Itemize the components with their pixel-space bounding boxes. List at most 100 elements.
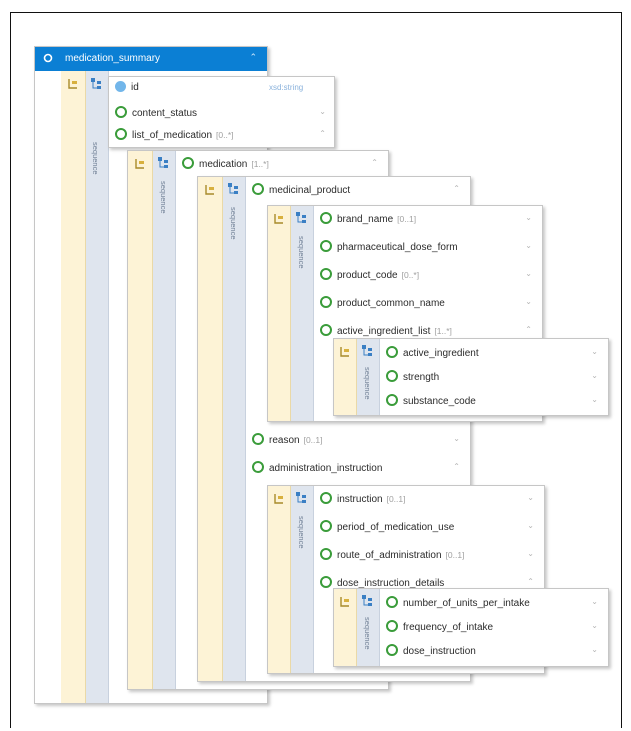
element-icon xyxy=(252,461,264,473)
element-icon xyxy=(320,212,332,224)
cardinality: [0..1] xyxy=(445,550,465,560)
element-icon xyxy=(43,53,53,66)
expand-chevron-icon[interactable]: ⌄ xyxy=(591,347,598,356)
sequence-strip xyxy=(357,339,380,415)
element-number-of-units-per-intake[interactable]: number_of_units_per_intake xyxy=(386,596,530,612)
element-icon xyxy=(320,520,332,532)
element-product-code[interactable]: product_code[0..*] xyxy=(320,268,419,284)
medication-element[interactable]: medication[1..*] xyxy=(182,157,269,173)
sequence-icon xyxy=(362,595,373,608)
element-frequency-of-intake[interactable]: frequency_of_intake xyxy=(386,620,493,636)
element-dose-instruction[interactable]: dose_instruction xyxy=(386,644,476,660)
cardinality: [0..*] xyxy=(401,270,420,280)
expand-chevron-icon[interactable]: ⌄ xyxy=(591,597,598,606)
expand-chevron-icon[interactable]: ⌄ xyxy=(591,621,598,630)
element-name: number_of_units_per_intake xyxy=(403,598,530,609)
folder-tree-icon xyxy=(204,184,216,196)
element-strength[interactable]: strength xyxy=(386,370,439,386)
root-items-box: id xsd:string content_status ⌄ list_of_m… xyxy=(108,76,335,148)
folder-strip xyxy=(128,151,153,689)
medication-summary-title: medication_summary xyxy=(65,53,161,64)
expand-chevron-icon[interactable]: ⌄ xyxy=(591,395,598,404)
expand-chevron-icon[interactable]: ⌄ xyxy=(319,107,326,116)
sequence-label: sequence xyxy=(159,181,168,214)
sequence-label: sequence xyxy=(229,207,238,240)
sequence-icon xyxy=(228,183,239,196)
medicinal-product-element[interactable]: medicinal_product xyxy=(252,183,350,199)
folder-tree-icon xyxy=(134,158,146,170)
collapse-chevron-icon[interactable]: ⌃ xyxy=(249,52,257,62)
folder-strip xyxy=(61,71,86,703)
expand-chevron-icon[interactable]: ⌄ xyxy=(591,371,598,380)
element-icon xyxy=(320,576,332,588)
element-icon xyxy=(386,620,398,632)
element-icon xyxy=(320,492,332,504)
element-name: strength xyxy=(403,372,440,383)
id-attribute[interactable]: id xyxy=(115,81,139,97)
element-product-common-name[interactable]: product_common_name xyxy=(320,296,445,312)
folder-tree-icon xyxy=(273,213,285,225)
element-instruction[interactable]: instruction[0..1] xyxy=(320,492,405,508)
folder-strip xyxy=(268,206,291,421)
element-name: instruction xyxy=(337,494,383,505)
folder-strip xyxy=(198,177,223,681)
element-active-ingredient[interactable]: active_ingredient xyxy=(386,346,479,362)
element-icon xyxy=(320,296,332,308)
expand-chevron-icon[interactable]: ⌄ xyxy=(453,434,460,443)
element-icon xyxy=(386,644,398,656)
sequence-label: sequence xyxy=(297,516,306,549)
content-status-element[interactable]: content_status xyxy=(115,106,197,122)
element-substance-code[interactable]: substance_code xyxy=(386,394,476,410)
element-name: brand_name xyxy=(337,214,394,225)
sequence-strip xyxy=(291,486,314,673)
element-icon xyxy=(115,106,127,118)
administration-instruction-element[interactable]: administration_instruction xyxy=(252,461,382,477)
collapse-chevron-icon[interactable]: ⌃ xyxy=(527,577,534,586)
element-icon xyxy=(386,596,398,608)
element-icon xyxy=(320,324,332,336)
folder-tree-icon xyxy=(67,78,79,90)
sequence-label: sequence xyxy=(363,367,372,400)
element-icon xyxy=(320,240,332,252)
collapse-chevron-icon[interactable]: ⌃ xyxy=(453,462,460,471)
cardinality: [0..1] xyxy=(397,214,417,224)
expand-chevron-icon[interactable]: ⌄ xyxy=(525,241,532,250)
attribute-icon xyxy=(115,81,126,92)
element-name: substance_code xyxy=(403,396,476,407)
element-name: dose_instruction_details xyxy=(337,578,445,589)
expand-chevron-icon[interactable]: ⌄ xyxy=(527,549,534,558)
element-name: active_ingredient_list xyxy=(337,326,431,337)
expand-chevron-icon[interactable]: ⌄ xyxy=(525,269,532,278)
folder-strip xyxy=(268,486,291,673)
sequence-icon xyxy=(296,212,307,225)
element-dose-instruction-details[interactable]: dose_instruction_details xyxy=(320,576,444,592)
element-name: active_ingredient xyxy=(403,348,479,359)
element-name: dose_instruction xyxy=(403,646,476,657)
sequence-strip xyxy=(223,177,246,681)
element-icon xyxy=(182,157,194,169)
collapse-chevron-icon[interactable]: ⌃ xyxy=(371,158,378,167)
element-active-ingredient-list[interactable]: active_ingredient_list[1..*] xyxy=(320,324,452,340)
expand-chevron-icon[interactable]: ⌄ xyxy=(527,493,534,502)
sequence-label: sequence xyxy=(297,236,306,269)
element-pharmaceutical-dose-form[interactable]: pharmaceutical_dose_form xyxy=(320,240,458,256)
element-brand-name[interactable]: brand_name[0..1] xyxy=(320,212,416,228)
element-icon xyxy=(320,268,332,280)
element-period-of-medication-use[interactable]: period_of_medication_use xyxy=(320,520,454,536)
medication-summary-header[interactable]: medication_summary ⌃ xyxy=(35,47,267,71)
expand-chevron-icon[interactable]: ⌄ xyxy=(527,521,534,530)
expand-chevron-icon[interactable]: ⌄ xyxy=(591,645,598,654)
element-name: period_of_medication_use xyxy=(337,522,455,533)
expand-chevron-icon[interactable]: ⌄ xyxy=(525,213,532,222)
reason-element[interactable]: reason[0..1] xyxy=(252,433,322,449)
sequence-icon xyxy=(91,78,102,91)
element-icon xyxy=(252,433,264,445)
element-route-of-administration[interactable]: route_of_administration[0..1] xyxy=(320,548,464,564)
sequence-strip xyxy=(86,71,109,703)
collapse-chevron-icon[interactable]: ⌃ xyxy=(525,325,532,334)
collapse-chevron-icon[interactable]: ⌃ xyxy=(319,129,326,138)
sequence-label: sequence xyxy=(91,142,100,175)
expand-chevron-icon[interactable]: ⌄ xyxy=(525,297,532,306)
list-of-medication-element[interactable]: list_of_medication[0..*] xyxy=(115,128,234,144)
collapse-chevron-icon[interactable]: ⌃ xyxy=(453,184,460,193)
